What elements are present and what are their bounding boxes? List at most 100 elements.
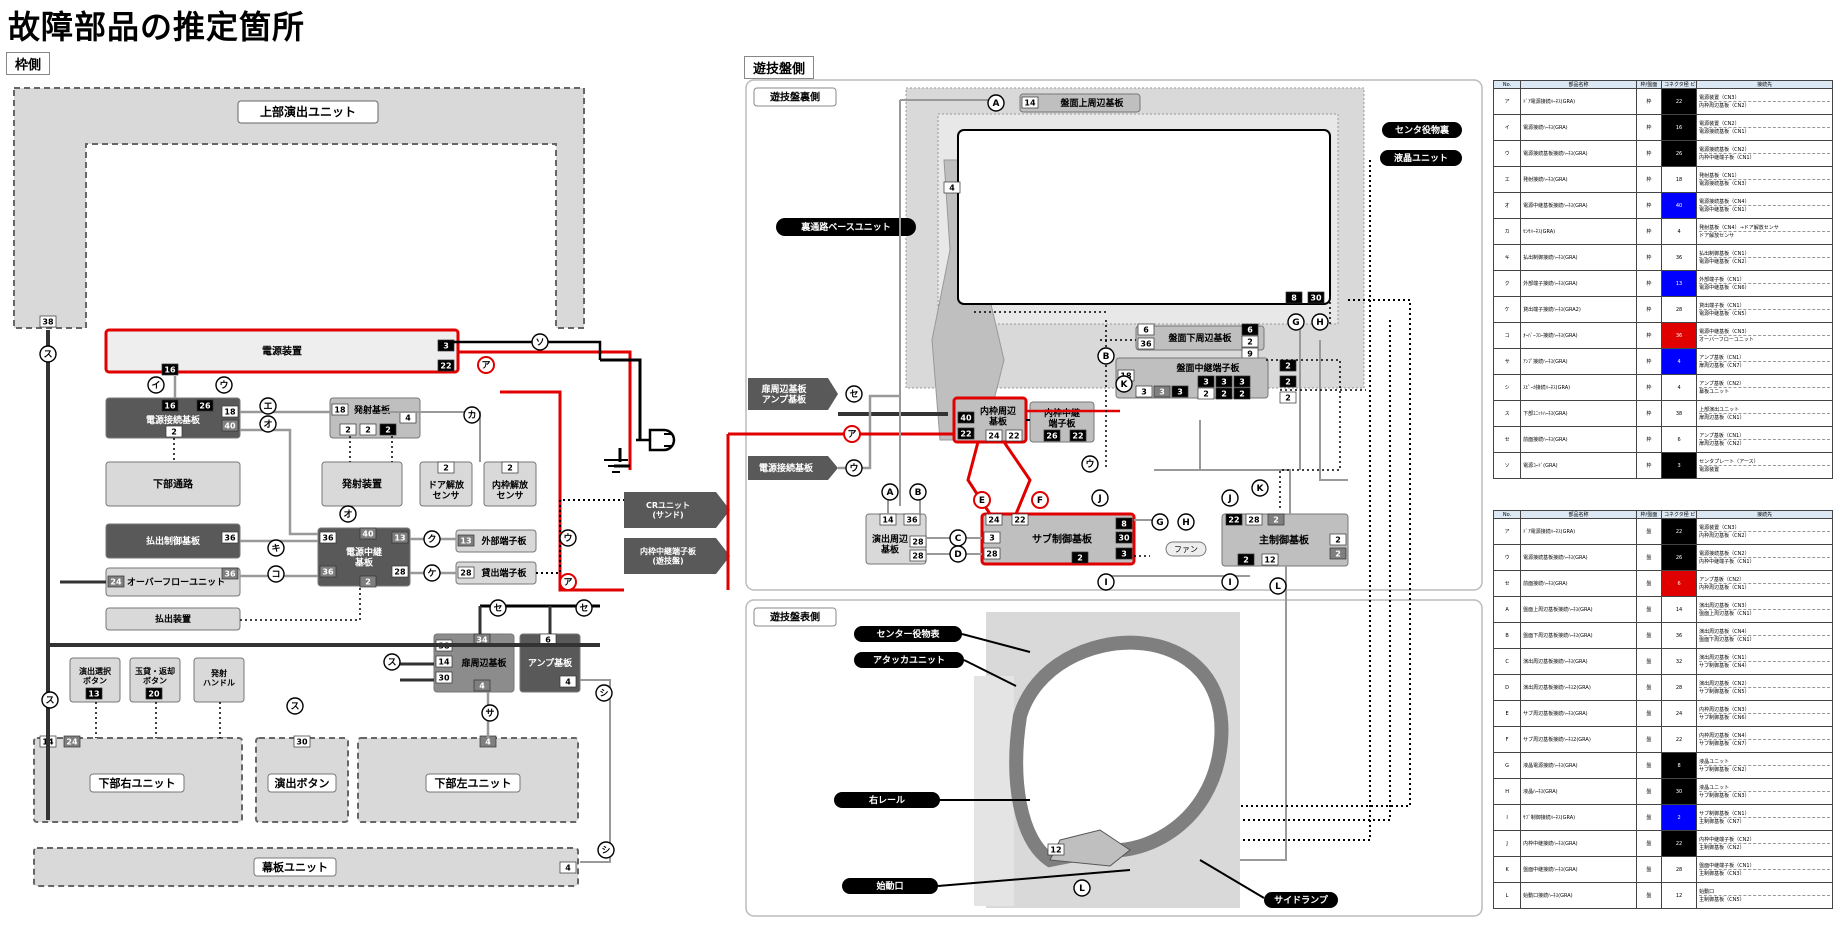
pin-count-badge	[1233, 375, 1251, 388]
pin-count-badge	[1137, 337, 1155, 350]
harness-id-marker	[39, 345, 57, 363]
pin-count-badge	[1307, 291, 1325, 304]
center-accessory-shape	[1009, 635, 1229, 868]
table-cell: H	[1492, 778, 1522, 805]
board-front-tag: 遊技盤表側	[770, 611, 820, 624]
pin-count-badge	[1115, 547, 1133, 560]
table-cell: 枠	[1635, 166, 1662, 193]
harness-id: L	[1275, 582, 1281, 592]
pin-count: 28	[986, 549, 998, 558]
harness-line	[240, 586, 361, 621]
table-cell: 36	[1660, 322, 1698, 349]
pin-count: 8	[1121, 519, 1127, 528]
pin-count: 22	[960, 429, 971, 438]
pin-count-badge	[903, 513, 921, 526]
table-cell: 液晶ﾊｰﾈｽ(GRA)	[1520, 778, 1637, 805]
table-cell: サ	[1492, 348, 1522, 375]
pin-count: 2	[345, 425, 351, 434]
inner-relay-terminal-shape	[624, 538, 730, 574]
pin-count-badge	[983, 547, 1001, 560]
pin-count-badge	[437, 359, 455, 372]
pin-count-badge	[221, 531, 239, 544]
table-cell: ア	[1492, 88, 1522, 115]
callout-pill	[854, 652, 964, 668]
harness-id-marker	[1221, 573, 1239, 591]
pin-count-badge	[501, 461, 519, 474]
table-cell-destination: 電源接続基板（CN2）内枠中継端子板（CN1）	[1696, 544, 1833, 571]
harness-line	[536, 499, 624, 574]
table-cell: 外部端子接続ﾊｰﾈｽ(GRA)	[1520, 270, 1637, 297]
table-cell: 盤	[1635, 882, 1662, 909]
table-cell: ケ	[1492, 296, 1522, 323]
harness-id: ス	[290, 701, 299, 712]
pin-count: 26	[1046, 431, 1058, 440]
harness-id: セ	[493, 603, 502, 614]
pin-count: 8	[1291, 293, 1297, 302]
pin-count-badge	[221, 567, 239, 580]
power-connect-board-label: 電源接続基板	[759, 462, 814, 474]
pin-count-badge	[391, 565, 409, 578]
table-cell: 28	[1660, 296, 1698, 323]
table-cell-destination: 盤面中継端子板（CN1）主制御基板（CN3）	[1696, 856, 1833, 883]
lending-terminal-board: 貸出端子板	[481, 567, 527, 579]
pin-count: 2	[1077, 553, 1083, 562]
pin-count-badge	[957, 411, 975, 424]
harness-id: イ	[151, 380, 160, 391]
pin-count-badge	[165, 425, 183, 438]
pin-count: 36	[224, 533, 236, 542]
table-cell: 演出周辺基板接続ﾊｰﾈｽ2(GRA)	[1520, 674, 1637, 701]
pin-count-badge	[1267, 513, 1285, 526]
callout-pill	[1380, 150, 1462, 166]
table-cell: 枠	[1635, 400, 1662, 427]
pin-count: 2	[1285, 377, 1291, 386]
harness-id: コ	[271, 570, 280, 580]
amp-board: アンプ基板	[528, 657, 573, 669]
pin-count-badge	[63, 735, 81, 748]
pin-count-badge	[359, 575, 377, 588]
pin-count-badge	[983, 531, 1001, 544]
table-cell: シ	[1492, 374, 1522, 401]
table-cell: 26	[1660, 544, 1698, 571]
pin-count-badge	[1135, 385, 1153, 398]
harness-line	[580, 679, 611, 863]
ball-lend-button: 玉貸・返却ボタン	[135, 666, 175, 686]
harness-id: ウ	[563, 533, 572, 544]
table-cell: ﾄﾞｱ電源接続ﾊｰﾈｽ(GRA)	[1520, 518, 1637, 545]
pin-count: 2	[1335, 549, 1341, 558]
table-cell: ク	[1492, 270, 1522, 297]
launch-handle: 発射ハンドル	[203, 668, 235, 688]
harness-id-marker	[423, 564, 441, 582]
lower-left-unit: 下部左ユニット	[435, 776, 512, 790]
table-cell: 14	[1660, 596, 1698, 623]
table-cell: 盤	[1635, 830, 1662, 857]
table-cell: カ	[1492, 218, 1522, 245]
table-cell: 内枠中継接続ﾊｰﾈｽ(GRA)	[1520, 830, 1637, 857]
harness-id: セ	[579, 603, 588, 614]
pin-count-badge	[221, 405, 239, 418]
pin-count-badge	[1279, 375, 1297, 388]
upper-periphery-board: 盤面上周辺基板	[1059, 97, 1124, 109]
pin-count-badge	[161, 399, 179, 412]
pin-count: 2	[385, 425, 391, 434]
harness-id: エ	[263, 402, 272, 412]
pin-count-badge	[1241, 335, 1259, 348]
harness-id: H	[1316, 318, 1324, 328]
harness-id-marker	[1031, 491, 1049, 509]
harness-id-marker	[463, 406, 481, 424]
power-connect-board-shape	[748, 456, 838, 480]
table-cell: K	[1492, 856, 1522, 883]
table-cell: セ	[1492, 426, 1522, 453]
harness-id-marker	[1097, 573, 1115, 591]
pin-count: 34	[476, 635, 488, 644]
table-cell: 32	[1660, 648, 1698, 675]
pin-count: 3	[1221, 377, 1227, 386]
table-cell-destination: 払出制御基板（CN1）電源中継基板（CN2）	[1696, 244, 1833, 271]
harness-id: オ	[343, 509, 352, 520]
pin-count-badge	[1225, 513, 1243, 526]
